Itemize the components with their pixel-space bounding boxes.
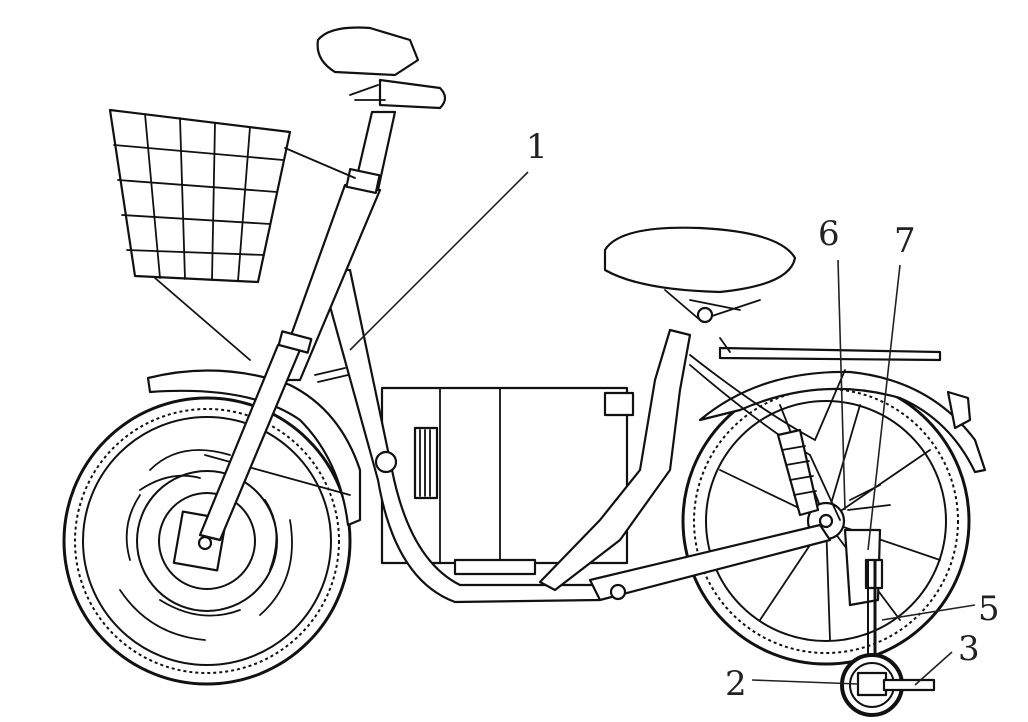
front-wheel bbox=[62, 396, 352, 686]
kickstand-assembly bbox=[840, 484, 936, 717]
handlebar bbox=[316, 26, 447, 110]
rear-shock bbox=[776, 428, 820, 517]
front-fork bbox=[198, 110, 397, 542]
label-5: 5 bbox=[978, 589, 1000, 629]
leader-line-6 bbox=[837, 259, 846, 511]
leader-line-2 bbox=[751, 679, 859, 685]
leader-line-5 bbox=[881, 604, 976, 621]
label-2: 2 bbox=[725, 664, 747, 704]
rear-wheel bbox=[681, 376, 971, 666]
seat bbox=[603, 226, 797, 324]
label-1: 1 bbox=[526, 127, 548, 167]
label-7: 7 bbox=[894, 221, 916, 261]
rear-fender bbox=[698, 370, 987, 474]
leader-lines bbox=[349, 171, 976, 686]
leader-line-3 bbox=[914, 651, 953, 686]
battery-box bbox=[380, 386, 635, 576]
rear-carrier bbox=[718, 337, 942, 362]
leader-line-1 bbox=[349, 171, 529, 351]
reference-labels: 1 6 7 5 3 2 bbox=[526, 127, 1000, 704]
basket bbox=[108, 108, 356, 361]
label-3: 3 bbox=[958, 629, 980, 669]
label-6: 6 bbox=[818, 214, 840, 254]
frame bbox=[314, 268, 846, 604]
leader-line-7 bbox=[867, 264, 901, 551]
